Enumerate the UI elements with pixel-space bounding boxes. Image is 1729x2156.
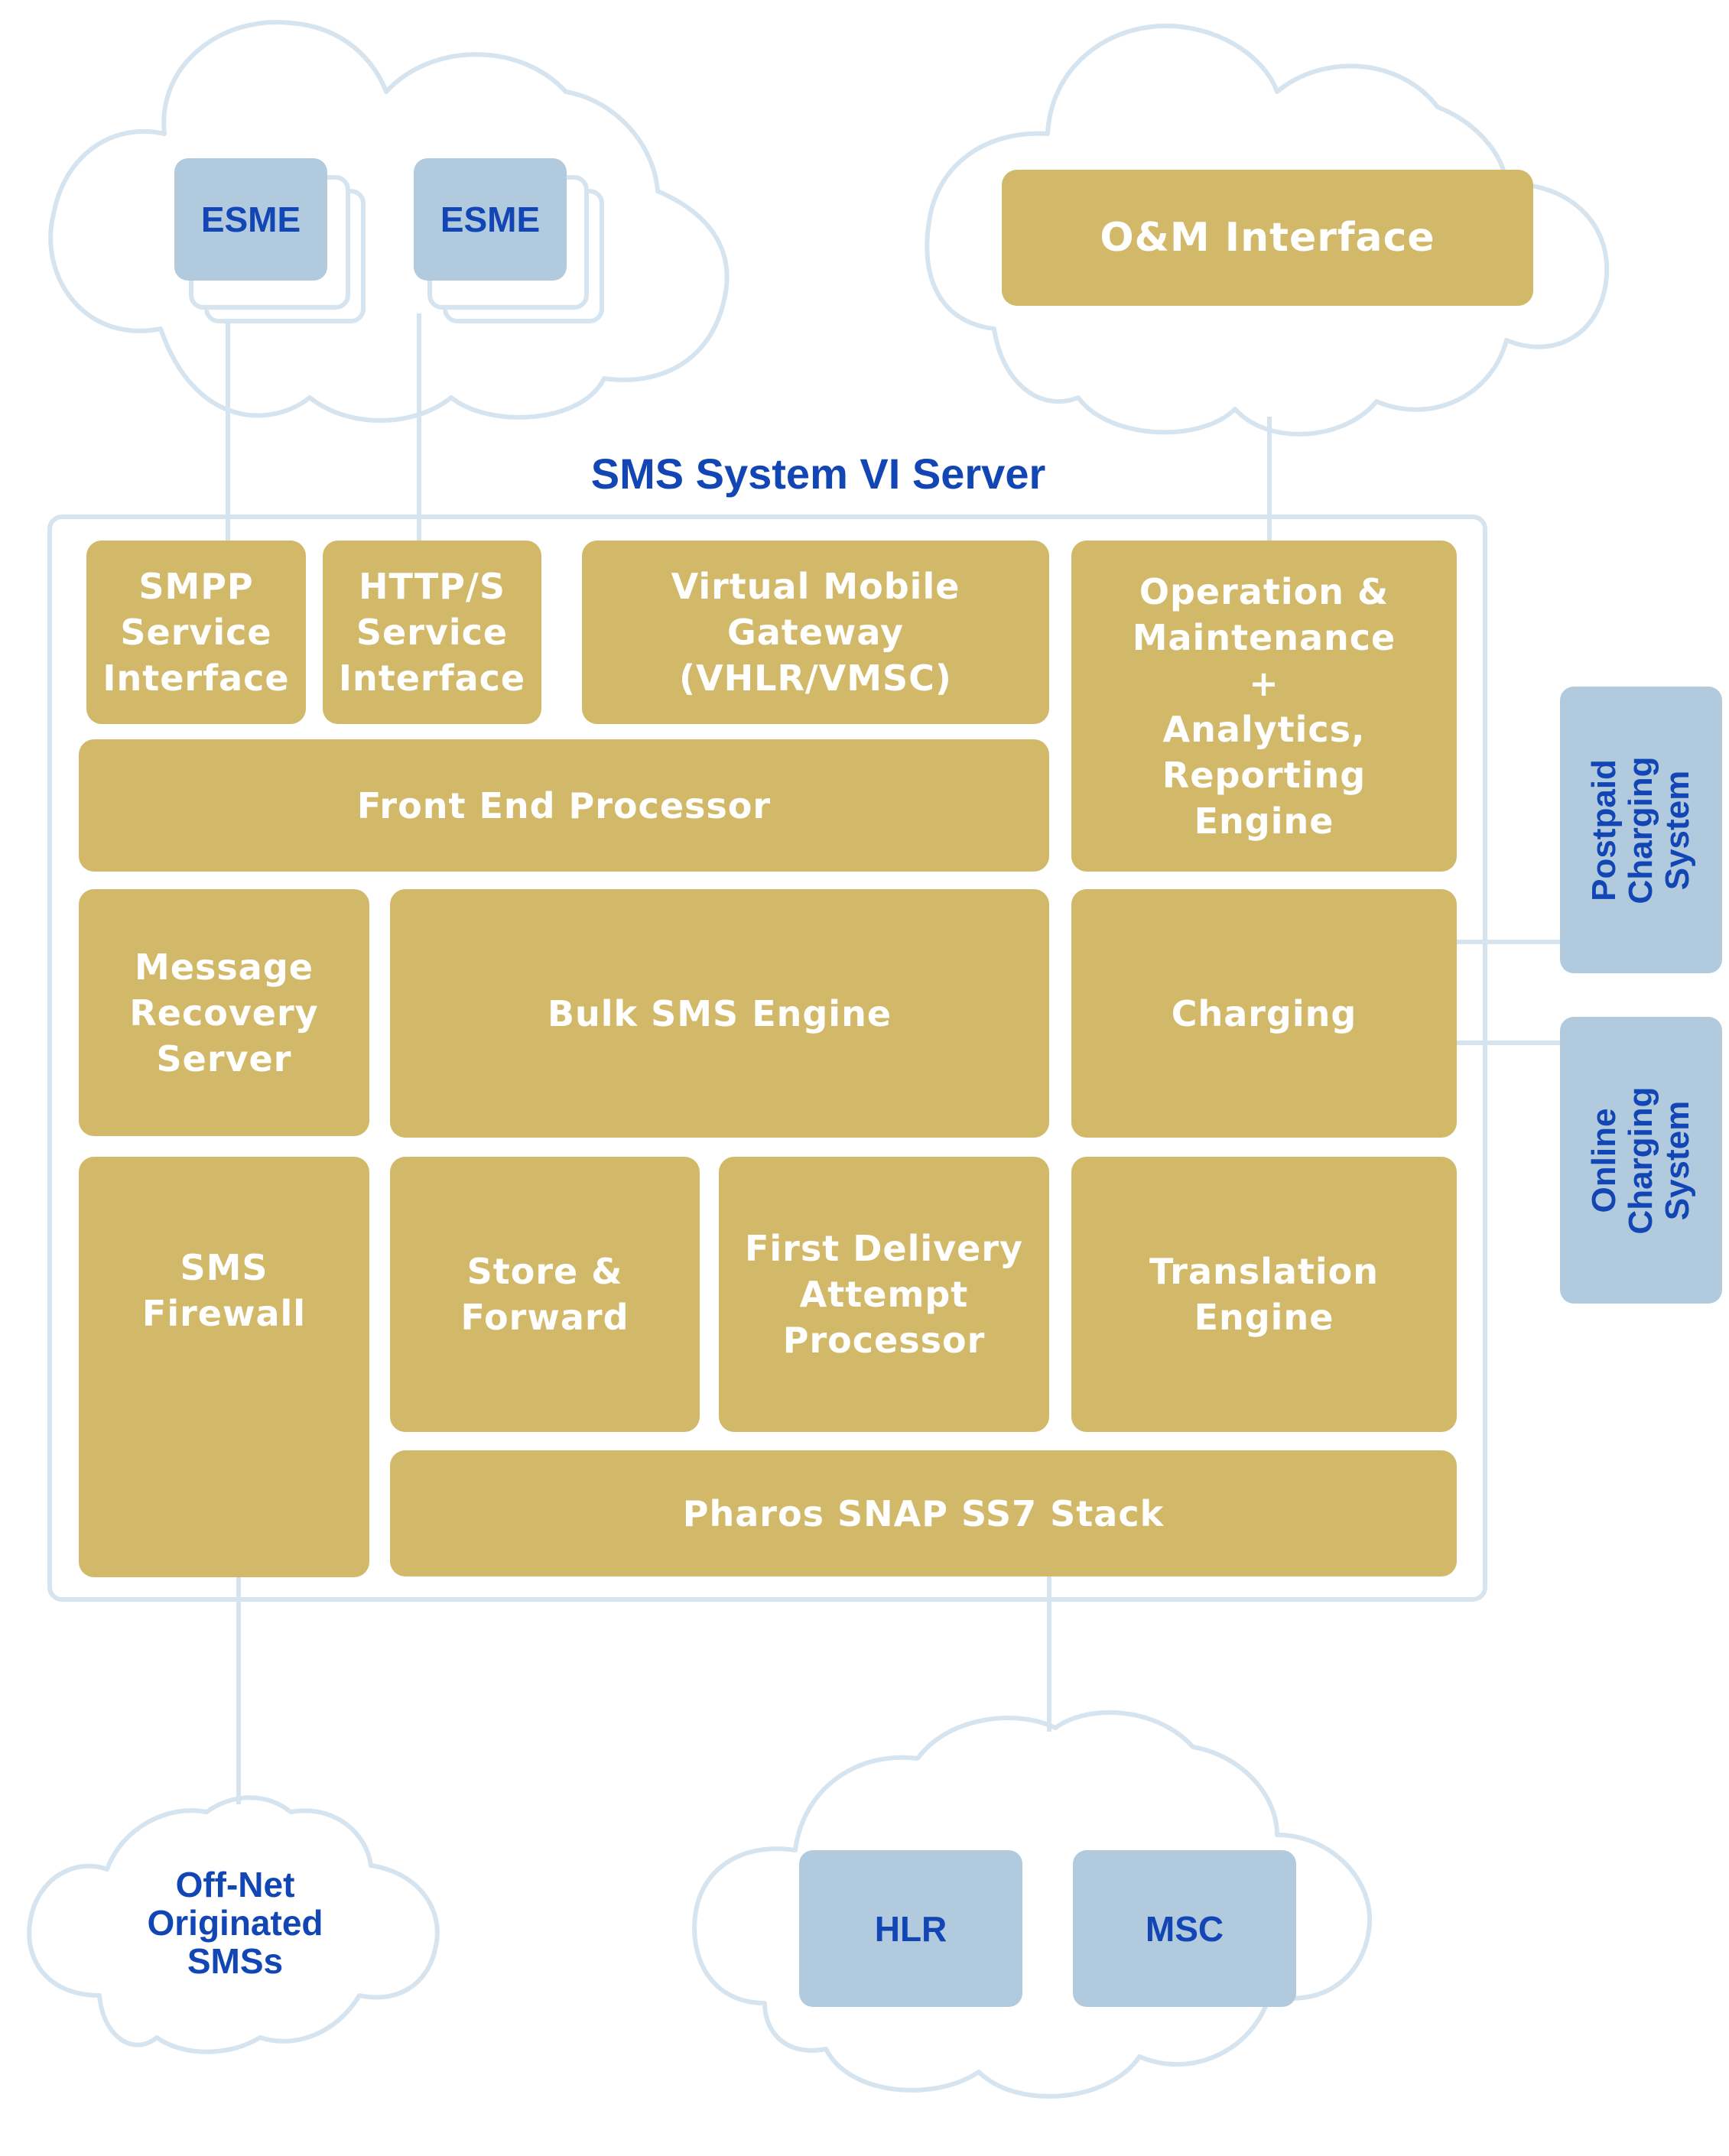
sms-firewall: SMS Firewall: [79, 1157, 369, 1577]
esme-node-1: ESME: [174, 158, 327, 281]
https-service-interface: HTTP/S Service Interface: [323, 541, 541, 724]
charging: Charging: [1071, 889, 1457, 1138]
message-recovery-server: Message Recovery Server: [79, 889, 369, 1136]
cloud-esme: [48, 20, 730, 423]
postpaid-charging-system: Postpaid Charging System: [1560, 687, 1722, 973]
translation-engine: Translation Engine: [1071, 1157, 1457, 1432]
cloud-hlr-msc: [692, 1710, 1373, 2099]
store-and-forward: Store & Forward: [390, 1157, 700, 1432]
cloud-offnet: [27, 1795, 440, 2054]
smpp-service-interface: SMPP Service Interface: [86, 541, 306, 724]
postpaid-charging-label: Postpaid Charging System: [1585, 755, 1696, 904]
virtual-mobile-gateway: Virtual Mobile Gateway (VHLR/VMSC): [582, 541, 1049, 724]
pharos-snap-ss7-stack: Pharos SNAP SS7 Stack: [390, 1450, 1457, 1576]
om-interface: O&M Interface: [1002, 170, 1533, 306]
off-net-originated-smss: Off-Net Originated SMSs: [147, 1865, 323, 1981]
server-boundary: [47, 515, 1487, 1602]
online-charging-label: Online Charging System: [1585, 1086, 1696, 1235]
diagram-title: SMS System VI Server: [590, 450, 1046, 498]
bulk-sms-engine: Bulk SMS Engine: [390, 889, 1049, 1138]
hlr-node: HLR: [799, 1850, 1022, 2007]
online-charging-system: Online Charging System: [1560, 1017, 1722, 1304]
operation-maintenance-engine: Operation & Maintenance + Analytics, Rep…: [1071, 541, 1457, 872]
front-end-processor: Front End Processor: [79, 739, 1049, 872]
esme-node-2: ESME: [414, 158, 567, 281]
msc-node: MSC: [1073, 1850, 1296, 2007]
first-delivery-attempt-processor: First Delivery Attempt Processor: [719, 1157, 1049, 1432]
